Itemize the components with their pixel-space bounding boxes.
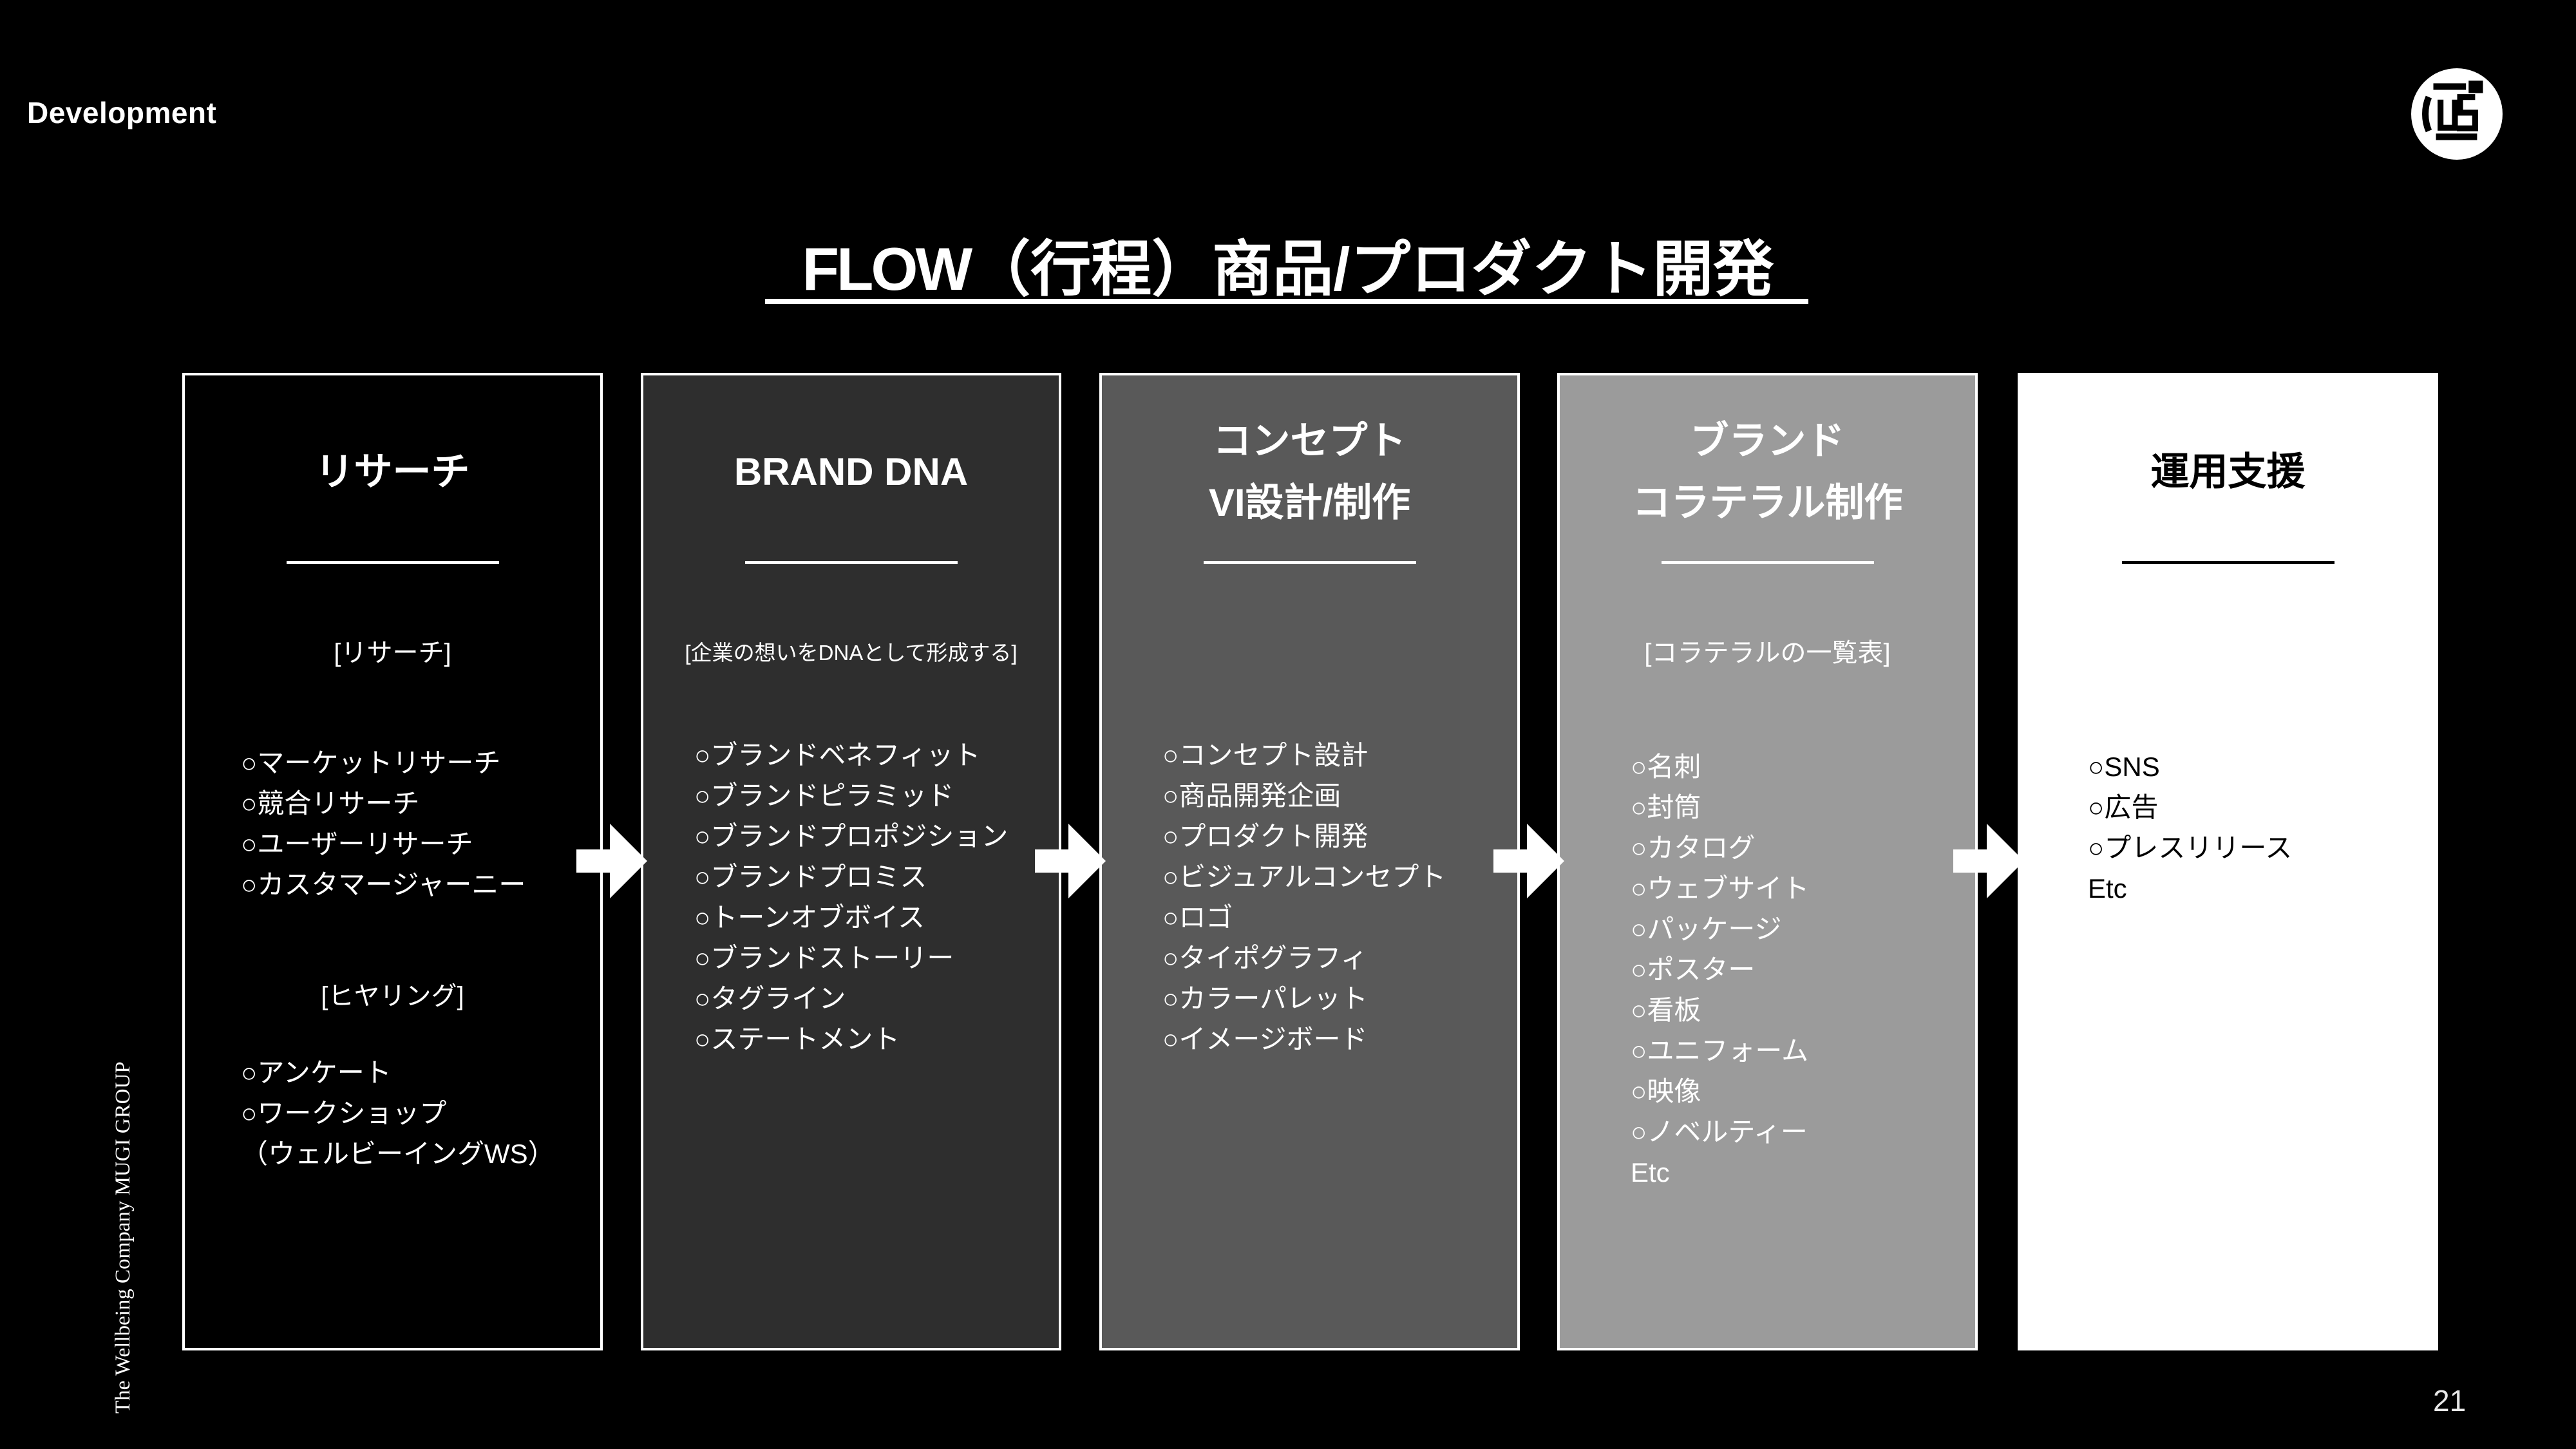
right-arrow-icon — [1953, 824, 2024, 898]
list-item: ○ウェブサイト — [1631, 873, 1810, 904]
right-arrow-icon — [576, 824, 647, 898]
list-item: ○パッケージ — [1631, 914, 1782, 944]
list-item: ○ブランドプロミス — [694, 862, 927, 892]
list-item: ○封筒 — [1631, 792, 1701, 822]
list-item: ○ブランドプロポジション — [694, 821, 1009, 851]
item-list: ○コンセプト設計 ○商品開発企画 ○プロダクト開発 ○ビジュアルコンセプト ○ロゴ ○タイ… — [1162, 735, 1446, 1059]
list-item: ○ワークショップ — [241, 1098, 447, 1128]
list-item: コンセプト — [1213, 419, 1406, 462]
list-item: ○イメージボード — [1162, 1024, 1368, 1054]
title-underline — [765, 299, 1808, 304]
list-item: ○ユーザーリサーチ — [241, 829, 473, 859]
list-item: ○ブランドベネフィット — [694, 740, 981, 770]
list-item: ○看板 — [1631, 995, 1701, 1025]
list-item: VI設計/制作 — [1208, 481, 1411, 524]
box-sub-label-2: [ヒヤリング] — [321, 982, 464, 1010]
list-item: ○ブランドストーリー — [694, 943, 954, 973]
box-header: ブランドコラテラル制作 — [1560, 375, 1975, 569]
box-sub-label: [コラテラルの一覧表] — [1644, 639, 1891, 667]
box-sub-label: [企業の想いをDNAとして形成する] — [685, 641, 1018, 665]
list-item: ○名刺 — [1631, 752, 1701, 782]
list-item: ○商品開発企画 — [1162, 781, 1341, 811]
box-sub-label: [リサーチ] — [334, 639, 451, 667]
flow-box-research: リサーチ [リサーチ] ○マーケットリサーチ ○競合リサーチ ○ユーザーリサーチ ○カ… — [182, 373, 603, 1350]
header-divider — [286, 561, 499, 564]
page-number: 21 — [2433, 1384, 2467, 1417]
section-label: Development — [27, 96, 217, 129]
list-item: ○ポスター — [1631, 954, 1756, 985]
list-item: ○プロダクト開発 — [1162, 821, 1368, 851]
header-divider — [1661, 561, 1874, 564]
list-item: ○コンセプト設計 — [1162, 740, 1368, 770]
list-item: ○競合リサーチ — [241, 788, 420, 819]
list-item: 運用支援 — [2150, 450, 2306, 493]
right-arrow-icon — [1035, 824, 1106, 898]
list-item: BRAND DNA — [734, 450, 969, 493]
list-item: ○アンケート — [241, 1057, 392, 1088]
box-header: BRAND DNA — [643, 375, 1059, 569]
header-divider — [1203, 561, 1416, 564]
page-title-flow: FLOW — [802, 235, 973, 303]
item-list-2: ○アンケート ○ワークショップ （ウェルビーイングWS） — [241, 1052, 555, 1174]
box-header: コンセプト VI設計/制作 — [1102, 375, 1517, 569]
list-item: ○ステートメント — [694, 1024, 900, 1054]
list-item: Etc — [1631, 1157, 1670, 1188]
item-list: ○名刺 ○封筒 ○カタログ ○ウェブサイト ○パッケージ ○ポスター ○看板 ○ユニフォーム ○… — [1631, 746, 1809, 1193]
list-item: ○SNS — [2088, 752, 2160, 782]
list-item: ○カラーパレット — [1162, 983, 1368, 1014]
list-item: ○ロゴ — [1162, 902, 1233, 933]
list-item: ○カスタマージャーニー — [241, 869, 526, 900]
list-item: ○ビジュアルコンセプト — [1162, 862, 1446, 892]
list-item: ○トーンオブボイス — [694, 902, 925, 933]
flow-box-concept-vi: コンセプト VI設計/制作 ○コンセプト設計 ○商品開発企画 ○プロダクト開発 ○ビジュ… — [1099, 373, 1520, 1350]
list-item: ブランド — [1690, 419, 1845, 462]
header-divider — [744, 561, 958, 564]
right-arrow-icon — [1493, 824, 1564, 898]
list-item: ○映像 — [1631, 1076, 1701, 1106]
list-item: （ウェルビーイングWS） — [241, 1139, 555, 1169]
item-list: ○ブランドベネフィット ○ブランドピラミッド ○ブランドプロポジション ○ブランドプロ… — [694, 735, 1008, 1059]
box-header: 運用支援 — [2020, 375, 2436, 569]
mugi-group-logo-icon — [2411, 68, 2503, 160]
page-title-japanese: （行程）商品/プロダクト開発 — [970, 235, 1774, 303]
list-item: Etc — [2088, 873, 2127, 904]
page-title: FLOW（行程）商品/プロダクト開発 — [0, 220, 2576, 308]
flow-box-operation-support: 運用支援 ○SNS ○広告 ○プレスリリース Etc — [2018, 373, 2438, 1350]
list-item: ○マーケットリサーチ — [241, 748, 501, 778]
flow-box-brand-collateral: ブランドコラテラル制作 [コラテラルの一覧表] ○名刺 ○封筒 ○カタログ ○ウェブサ… — [1557, 373, 1978, 1350]
list-item: コラテラル制作 — [1632, 481, 1903, 524]
list-item: ○タイポグラフィ — [1162, 943, 1368, 973]
box-header: リサーチ — [185, 375, 600, 569]
list-item: ○広告 — [2088, 792, 2159, 822]
list-item: ○プレスリリース — [2088, 833, 2293, 863]
list-item: ○カタログ — [1631, 833, 1756, 863]
item-list: ○SNS ○広告 ○プレスリリース Etc — [2088, 746, 2292, 909]
header-divider — [2121, 561, 2334, 564]
flow-box-brand-dna: BRAND DNA [企業の想いをDNAとして形成する] ○ブランドベネフィット… — [641, 373, 1061, 1350]
list-item: ○ユニフォーム — [1631, 1036, 1809, 1066]
list-item: ○ブランドピラミッド — [694, 781, 954, 811]
list-item: リサーチ — [315, 450, 470, 493]
list-item: ○ノベルティー — [1631, 1117, 1808, 1147]
list-item: ○タグライン — [694, 983, 846, 1014]
item-list: ○マーケットリサーチ ○競合リサーチ ○ユーザーリサーチ ○カスタマージャーニー — [241, 743, 526, 905]
company-side-text: The Wellbeing Company MUGI GROUP — [111, 1061, 135, 1414]
